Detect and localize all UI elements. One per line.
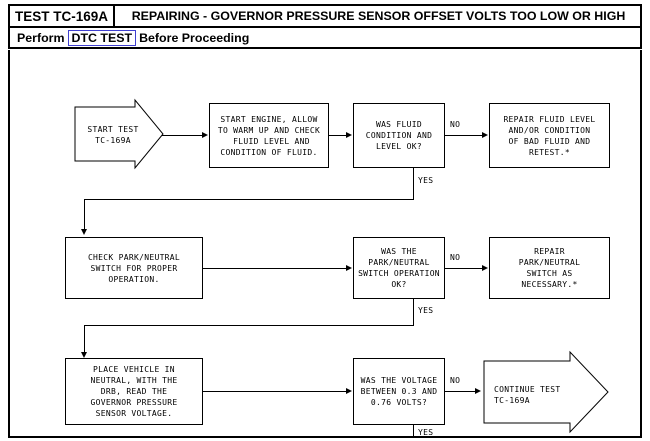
edge-label-no-3: NO	[450, 376, 461, 385]
edge-start-to-engine	[162, 135, 203, 136]
edge-label-yes-2: YES	[418, 306, 434, 315]
header-title-bar: TEST TC-169A REPAIRING - GOVERNOR PRESSU…	[8, 4, 642, 28]
node-start-test-label: START TEST TC-169A	[87, 125, 139, 145]
edge-fluid-yes-left	[84, 199, 414, 200]
node-repair-park-neutral-label: REPAIR PARK/NEUTRAL SWITCH AS NECESSARY.…	[518, 247, 581, 289]
node-voltage-check-label: WAS THE VOLTAGE BETWEEN 0.3 AND 0.76 VOL…	[360, 376, 438, 407]
edge-label-yes-1: YES	[418, 176, 434, 185]
node-start-engine[interactable]: START ENGINE, ALLOW TO WARM UP AND CHECK…	[209, 103, 329, 168]
edge-fluid-no-to-repair-arrow	[482, 131, 488, 138]
edge-pn-no-to-repair-arrow	[482, 264, 488, 271]
edge-fluid-yes-down	[413, 168, 414, 200]
node-place-vehicle-neutral[interactable]: PLACE VEHICLE IN NEUTRAL, WITH THE DRB, …	[65, 358, 203, 425]
header-test-id-cell: TEST TC-169A	[10, 6, 115, 26]
node-park-neutral-ok-label: WAS THE PARK/NEUTRAL SWITCH OPERATION OK…	[358, 247, 440, 289]
node-repair-park-neutral[interactable]: REPAIR PARK/NEUTRAL SWITCH AS NECESSARY.…	[489, 237, 610, 299]
edge-pn-yes-left	[84, 325, 414, 326]
node-place-vehicle-neutral-label: PLACE VEHICLE IN NEUTRAL, WITH THE DRB, …	[90, 365, 178, 418]
edge-place-to-voltage	[203, 391, 346, 392]
flowchart-canvas: START TEST TC-169A START ENGINE, ALLOW T…	[8, 50, 642, 438]
edge-engine-to-fluid-arrow	[346, 131, 352, 138]
edge-checkpn-to-pnok	[203, 268, 346, 269]
edge-voltage-no-to-continue-arrow	[475, 387, 481, 394]
edge-pn-yes-down2	[84, 325, 85, 354]
node-check-park-neutral[interactable]: CHECK PARK/NEUTRAL SWITCH FOR PROPER OPE…	[65, 237, 203, 299]
edge-label-no-1: NO	[450, 120, 461, 129]
dtc-test-link[interactable]: DTC TEST	[67, 29, 137, 46]
node-fluid-condition-check-label: WAS FLUID CONDITION AND LEVEL OK?	[365, 120, 433, 151]
edge-label-no-2: NO	[450, 253, 461, 262]
edge-checkpn-to-pnok-arrow	[346, 264, 352, 271]
edge-fluid-yes-arrow	[80, 229, 87, 235]
subtitle-suffix: Before Proceeding	[139, 30, 250, 45]
subtitle-prefix: Perform	[17, 30, 65, 45]
node-voltage-check[interactable]: WAS THE VOLTAGE BETWEEN 0.3 AND 0.76 VOL…	[353, 358, 445, 425]
edge-fluid-yes-down2	[84, 199, 85, 231]
edge-fluid-no-to-repair	[445, 135, 482, 136]
node-continue-test-label: CONTINUE TEST TC-169A	[494, 385, 561, 405]
node-start-engine-label: START ENGINE, ALLOW TO WARM UP AND CHECK…	[217, 114, 321, 157]
edge-pn-yes-down	[413, 299, 414, 326]
edge-engine-to-fluid	[329, 135, 346, 136]
node-repair-fluid[interactable]: REPAIR FLUID LEVEL AND/OR CONDITION OF B…	[489, 103, 610, 168]
page-title: REPAIRING - GOVERNOR PRESSURE SENSOR OFF…	[131, 9, 626, 23]
header-title-cell: REPAIRING - GOVERNOR PRESSURE SENSOR OFF…	[117, 6, 640, 26]
node-fluid-condition-check[interactable]: WAS FLUID CONDITION AND LEVEL OK?	[353, 103, 445, 168]
node-start-test[interactable]: START TEST TC-169A	[73, 98, 165, 170]
node-repair-fluid-label: REPAIR FLUID LEVEL AND/OR CONDITION OF B…	[503, 114, 596, 157]
node-park-neutral-ok[interactable]: WAS THE PARK/NEUTRAL SWITCH OPERATION OK…	[353, 237, 445, 299]
edge-voltage-no-to-continue	[445, 391, 475, 392]
header-subtitle-bar: Perform DTC TEST Before Proceeding	[8, 28, 642, 49]
edge-pn-no-to-repair	[445, 268, 482, 269]
node-continue-test[interactable]: CONTINUE TEST TC-169A	[482, 350, 610, 434]
node-check-park-neutral-label: CHECK PARK/NEUTRAL SWITCH FOR PROPER OPE…	[87, 252, 181, 284]
edge-start-to-engine-arrow	[202, 131, 208, 138]
edge-pn-yes-arrow	[80, 352, 87, 358]
header-test-id: TEST TC-169A	[14, 8, 109, 24]
edge-label-yes-3: YES	[418, 428, 434, 437]
edge-place-to-voltage-arrow	[346, 387, 352, 394]
edge-voltage-yes-down	[413, 425, 414, 436]
